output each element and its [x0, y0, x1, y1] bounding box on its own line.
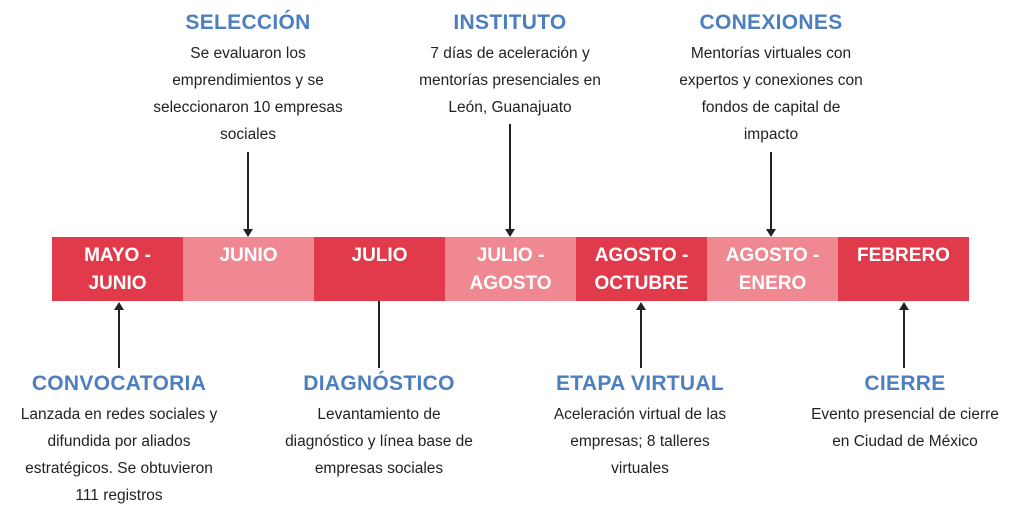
event-desc-line: Aceleración virtual de las [553, 406, 727, 423]
connector-line [509, 124, 511, 230]
connector-line [118, 309, 120, 368]
event-title: INSTITUTO [453, 11, 567, 34]
event-desc-line: estratégicos. Se obtuvieron [25, 460, 213, 477]
event-desc-line: fondos de capital de [701, 99, 841, 116]
period-label-line2: OCTUBRE [594, 273, 689, 294]
event-title: ETAPA VIRTUAL [555, 372, 724, 395]
event-desc-line: sociales [220, 126, 276, 143]
event-desc-line: 111 registros [75, 487, 163, 504]
period-label-line2: ENERO [738, 273, 807, 294]
event-desc-line: León, Guanajuato [448, 99, 572, 116]
period-agosto-octubre: AGOSTO - OCTUBRE [576, 237, 707, 301]
period-label-line1: MAYO - [84, 245, 151, 266]
connector-line [903, 309, 905, 368]
connector-line [770, 152, 772, 230]
period-febrero: FEBRERO [838, 237, 969, 301]
arrow-up-icon [899, 302, 909, 310]
event-desc-line: virtuales [611, 460, 669, 477]
event-desc-line: Se evaluaron los [190, 45, 306, 62]
event-title: CONVOCATORIA [31, 372, 207, 395]
period-agosto-enero: AGOSTO - ENERO [707, 237, 838, 301]
event-desc-line: Evento presencial de cierre [811, 406, 999, 423]
period-julio: JULIO [314, 237, 445, 301]
event-conexiones: CONEXIONES Mentorías virtuales con exper… [651, 10, 891, 148]
event-title: CONEXIONES [699, 11, 843, 34]
event-description: Se evaluaron los emprendimientos y se se… [128, 40, 368, 148]
event-desc-line: Levantamiento de [317, 406, 441, 423]
event-desc-line: empresas sociales [314, 460, 444, 477]
arrow-down-icon [766, 229, 776, 237]
period-mayo-junio: MAYO - JUNIO [52, 237, 183, 301]
event-description: Evento presencial de cierre en Ciudad de… [786, 401, 1024, 455]
event-desc-line: difundida por aliados [47, 433, 191, 450]
connector-line [378, 301, 380, 368]
event-description: 7 días de aceleración y mentorías presen… [390, 40, 630, 121]
connector-line [640, 309, 642, 368]
event-desc-line: expertos y conexiones con [679, 72, 863, 89]
event-desc-line: 7 días de aceleración y [430, 45, 590, 62]
event-seleccion: SELECCIÓN Se evaluaron los emprendimient… [128, 10, 368, 148]
event-description: Aceleración virtual de las empresas; 8 t… [520, 401, 760, 482]
arrow-down-icon [505, 229, 515, 237]
event-desc-line: seleccionaron 10 empresas [153, 99, 343, 116]
connector-line [247, 152, 249, 230]
event-desc-line: impacto [743, 126, 799, 143]
event-title: SELECCIÓN [185, 11, 311, 34]
period-label-line1: JULIO - [476, 245, 545, 266]
event-title: DIAGNÓSTICO [303, 372, 455, 395]
event-desc-line: en Ciudad de México [832, 433, 978, 450]
period-label-line1: AGOSTO - [594, 245, 689, 266]
event-cierre: CIERRE Evento presencial de cierre en Ci… [786, 371, 1024, 455]
event-desc-line: diagnóstico y línea base de [285, 433, 473, 450]
period-julio-agosto: JULIO - AGOSTO [445, 237, 576, 301]
event-desc-line: Lanzada en redes sociales y [20, 406, 218, 423]
event-desc-line: mentorías presenciales en [419, 72, 601, 89]
arrow-up-icon [114, 302, 124, 310]
period-label-line1: JULIO [351, 245, 408, 266]
period-label-line2: JUNIO [88, 273, 147, 294]
arrow-down-icon [243, 229, 253, 237]
timeline-bar: MAYO - JUNIO JUNIO JULIO JULIO - AGOSTO … [52, 237, 969, 301]
period-label-line1: FEBRERO [857, 245, 950, 266]
event-convocatoria: CONVOCATORIA Lanzada en redes sociales y… [2, 371, 236, 509]
event-diagnostico: DIAGNÓSTICO Levantamiento de diagnóstico… [259, 371, 499, 482]
event-desc-line: emprendimientos y se [172, 72, 324, 89]
event-title: CIERRE [864, 372, 946, 395]
period-label-line2: AGOSTO [469, 273, 552, 294]
event-description: Levantamiento de diagnóstico y línea bas… [259, 401, 499, 482]
event-etapa-virtual: ETAPA VIRTUAL Aceleración virtual de las… [520, 371, 760, 482]
event-instituto: INSTITUTO 7 días de aceleración y mentor… [390, 10, 630, 121]
period-label-line1: AGOSTO - [725, 245, 820, 266]
event-description: Lanzada en redes sociales y difundida po… [2, 401, 236, 509]
event-desc-line: empresas; 8 talleres [570, 433, 710, 450]
arrow-up-icon [636, 302, 646, 310]
event-description: Mentorías virtuales con expertos y conex… [651, 40, 891, 148]
event-desc-line: Mentorías virtuales con [690, 45, 852, 62]
period-junio: JUNIO [183, 237, 314, 301]
period-label-line1: JUNIO [219, 245, 278, 266]
